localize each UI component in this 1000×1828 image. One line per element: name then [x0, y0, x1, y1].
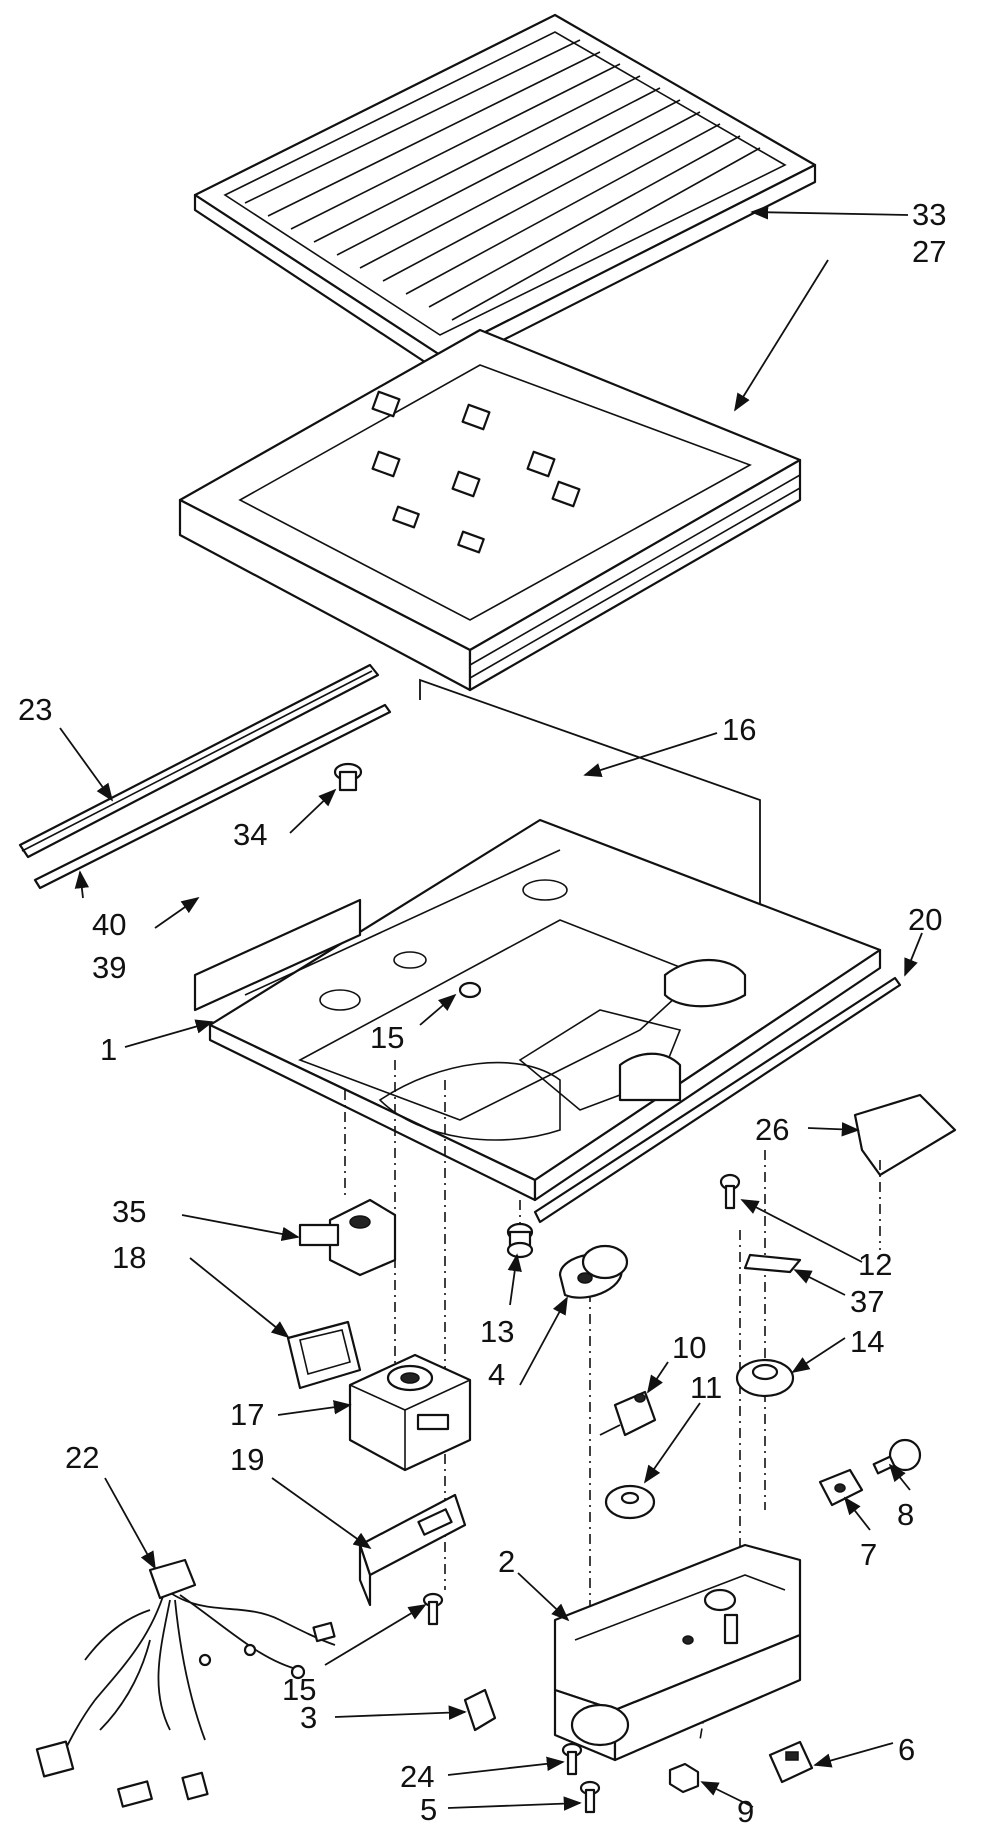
- screw-part-15-lower: [422, 1592, 444, 1626]
- cover-part-18: [286, 1320, 362, 1390]
- wire-part-16: [419, 678, 761, 1000]
- callout-26: 26: [755, 1112, 789, 1147]
- plug-part-15-upper: [458, 981, 482, 999]
- callout-2: 2: [498, 1544, 515, 1579]
- callout-34: 34: [233, 817, 267, 852]
- callout-10: 10: [672, 1330, 706, 1365]
- switch-part-10: [599, 1390, 657, 1437]
- callout-14: 14: [850, 1324, 884, 1359]
- frame-cover-part-27: [178, 328, 802, 692]
- callout-16: 16: [722, 712, 756, 747]
- screw-part-12: [719, 1173, 741, 1210]
- bracket-part-26: [853, 1093, 957, 1177]
- liner-tray-part-1: [193, 818, 882, 1202]
- callout-24: 24: [400, 1759, 434, 1794]
- callout-1: 1: [100, 1032, 117, 1067]
- mount-part-4: [558, 1244, 629, 1299]
- callout-15-lower: 15: [282, 1672, 316, 1707]
- clip-part-37: [743, 1253, 802, 1274]
- callout-3: 3: [300, 1700, 317, 1735]
- wheel-part-14: [735, 1358, 795, 1398]
- callout-15-upper: 15: [370, 1020, 404, 1055]
- callout-labels: 33 27 23 16 34 20 40 39 1 15 26 35 18 12…: [18, 197, 946, 1828]
- callout-13: 13: [480, 1314, 514, 1349]
- strip-part-23: [18, 663, 380, 859]
- nut-part-9: [668, 1762, 700, 1794]
- block-part-6: [768, 1740, 814, 1784]
- callout-37: 37: [850, 1284, 884, 1319]
- callout-9: 9: [737, 1794, 754, 1828]
- leader-lines: [59, 205, 923, 1811]
- grommet-part-13: [506, 1222, 534, 1259]
- control-box-part-2: [553, 1543, 802, 1762]
- callout-7: 7: [860, 1537, 877, 1572]
- callout-40: 40: [92, 907, 126, 942]
- callout-11: 11: [690, 1370, 722, 1405]
- callout-8: 8: [897, 1497, 914, 1532]
- grommet-part-34: [333, 762, 363, 792]
- control-housing-part-17: [348, 1353, 472, 1472]
- washer-part-11: [604, 1484, 656, 1520]
- callout-4: 4: [488, 1357, 505, 1392]
- strip-part-20: [533, 976, 902, 1224]
- screw-part-5: [579, 1780, 601, 1814]
- callout-6: 6: [898, 1732, 915, 1767]
- callout-18: 18: [112, 1240, 146, 1275]
- callout-12: 12: [858, 1247, 892, 1282]
- wiring-harness-part-22: [35, 1558, 336, 1808]
- callout-33: 33: [912, 197, 946, 232]
- callout-39: 39: [92, 950, 126, 985]
- grille-shelf-part-33: [193, 13, 817, 374]
- callout-23: 23: [18, 692, 52, 727]
- callout-17: 17: [230, 1397, 264, 1432]
- strip-part-40: [33, 703, 392, 890]
- callout-20: 20: [908, 902, 942, 937]
- connector-part-3: [463, 1688, 497, 1732]
- callout-27: 27: [912, 234, 946, 269]
- callout-5: 5: [420, 1792, 437, 1827]
- callout-22: 22: [65, 1440, 99, 1475]
- callout-35: 35: [112, 1194, 146, 1229]
- bulb-part-8: [872, 1438, 922, 1475]
- knob-part-35: [298, 1198, 397, 1277]
- screw-part-24: [561, 1742, 583, 1776]
- callout-19: 19: [230, 1442, 264, 1477]
- bracket-part-19: [358, 1493, 467, 1607]
- socket-part-7: [818, 1468, 864, 1507]
